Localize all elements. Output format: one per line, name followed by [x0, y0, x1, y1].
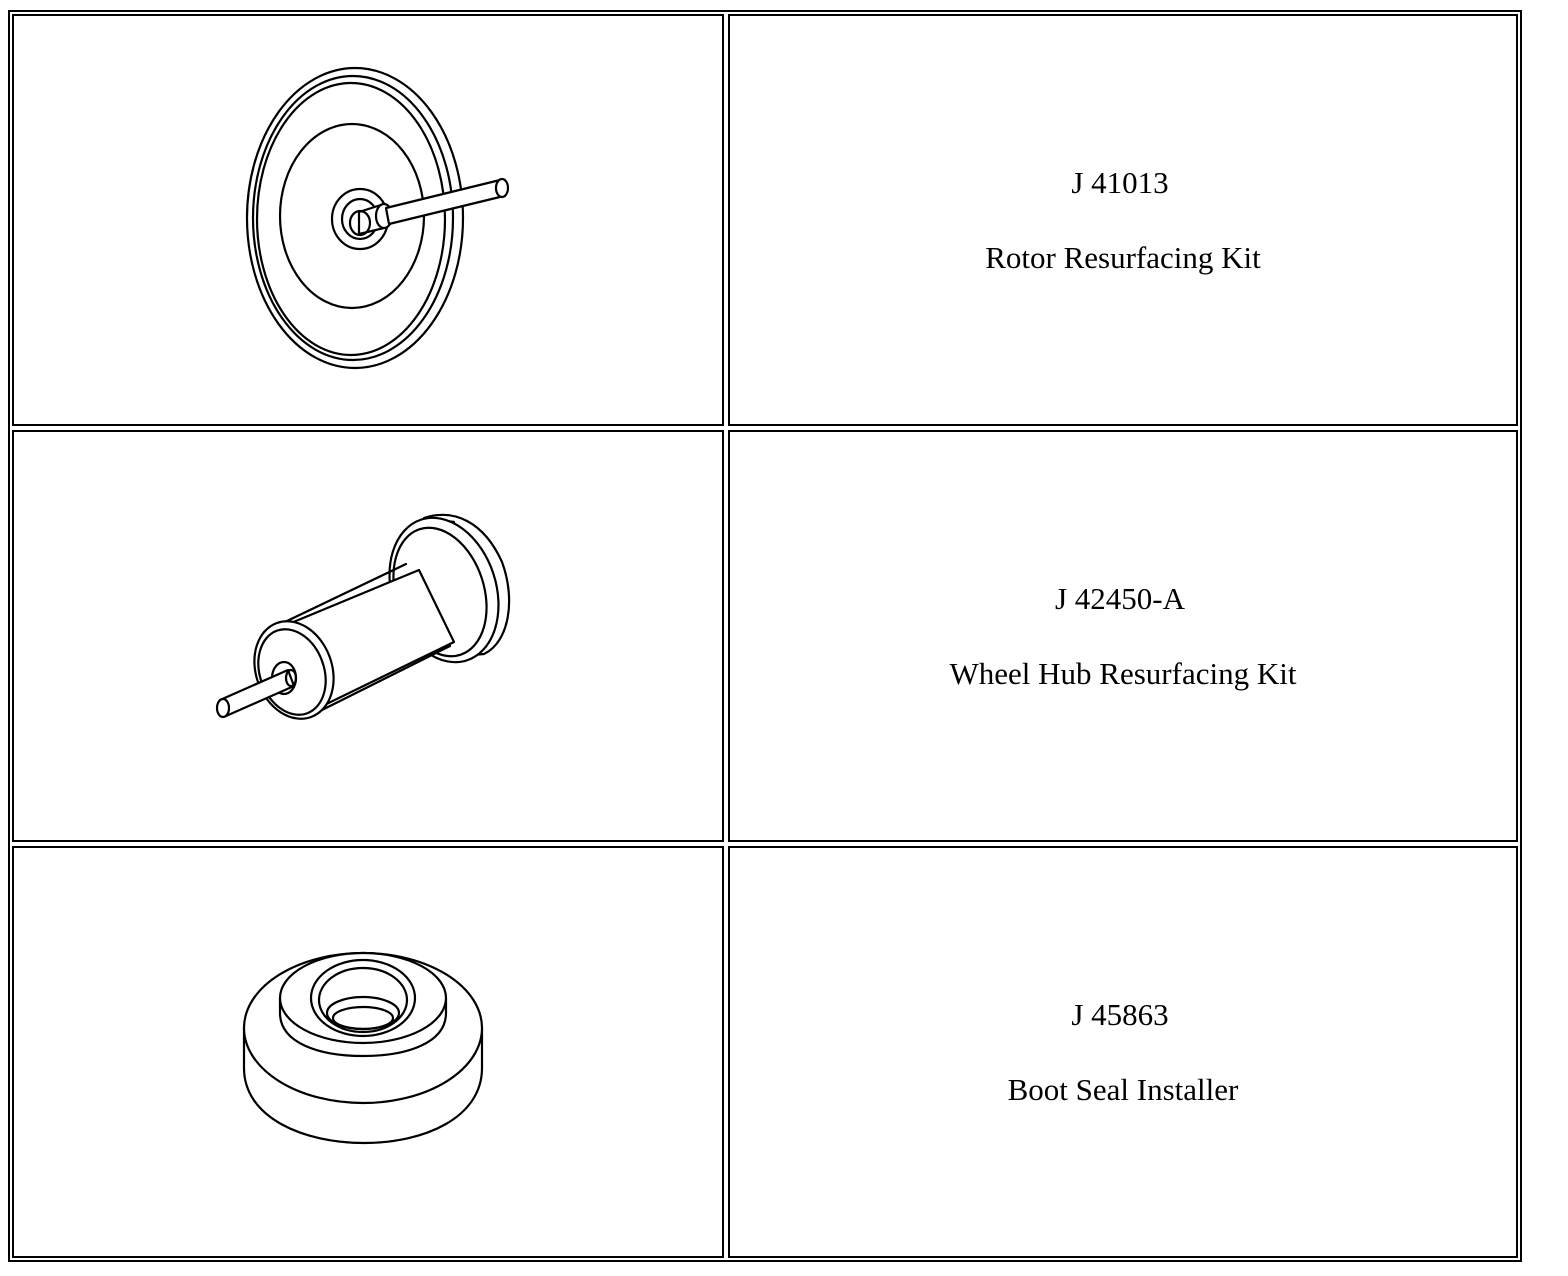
- tool-name: Wheel Hub Resurfacing Kit: [949, 656, 1297, 691]
- wheel-hub-resurfacing-kit-icon: [215, 513, 511, 720]
- tool-description-cell: J 42450-A Wheel Hub Resurfacing Kit: [728, 430, 1518, 842]
- boot-seal-installer-icon: [242, 951, 484, 1145]
- special-tools-table: J 41013 Rotor Resurfacing Kit J 42450-A …: [8, 10, 1522, 1262]
- tool-description-cell: J 41013 Rotor Resurfacing Kit: [728, 14, 1518, 426]
- tool-description-cell: J 45863 Boot Seal Installer: [728, 846, 1518, 1258]
- rotor-resurfacing-kit-icon: [245, 66, 510, 370]
- tool-name: Boot Seal Installer: [1007, 1072, 1239, 1107]
- tool-number: J 45863: [1071, 997, 1169, 1032]
- tool-number: J 42450-A: [1054, 581, 1186, 616]
- tool-name: Rotor Resurfacing Kit: [985, 240, 1261, 275]
- tool-illustration-cell: [12, 430, 724, 842]
- tool-illustration-cell: [12, 14, 724, 426]
- tool-illustration-cell: [12, 846, 724, 1258]
- tool-number: J 41013: [1071, 165, 1169, 200]
